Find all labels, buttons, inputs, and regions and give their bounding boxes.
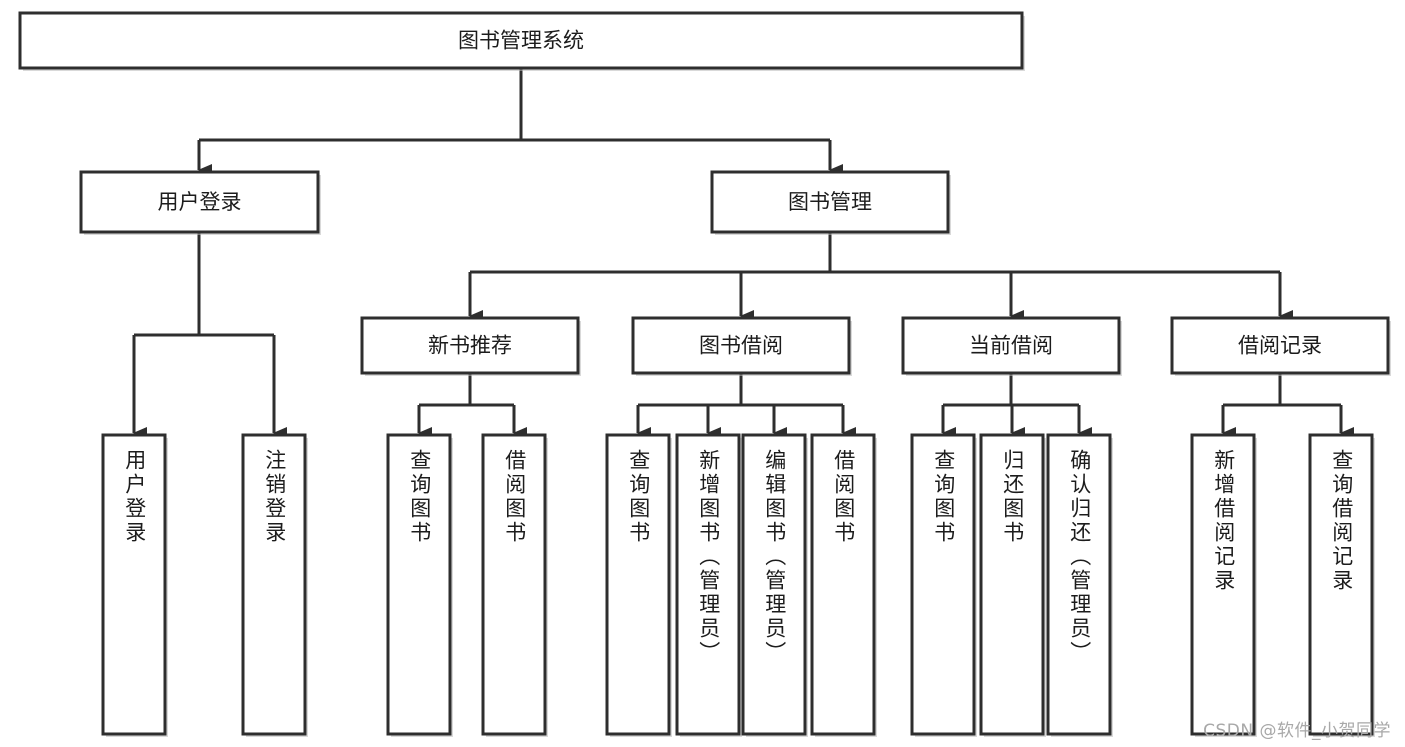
node-leaf-8[interactable] [910, 433, 977, 737]
watermark: CSDN @软件_小贺同学 [1203, 721, 1391, 741]
node-leaf-11[interactable] [1190, 433, 1257, 737]
node-leaf-0[interactable] [101, 433, 168, 737]
node-leaf-4[interactable] [605, 433, 672, 737]
node-leaf-10[interactable] [1046, 433, 1113, 737]
node-level2-0[interactable]: 用户登录 [79, 170, 321, 235]
node-label: 当前借阅 [969, 334, 1053, 358]
node-leaf-6[interactable] [741, 433, 808, 737]
node-level2-1[interactable]: 图书管理 [710, 170, 951, 235]
node-leaf-3[interactable] [481, 433, 548, 737]
node-leaf-1[interactable] [241, 433, 308, 737]
node-level3-1[interactable]: 图书借阅 [631, 316, 852, 376]
node-label: 新书推荐 [428, 334, 512, 358]
node-leaf-5[interactable] [675, 433, 742, 737]
node-leaf-9[interactable] [979, 433, 1046, 737]
connector-layer [132, 68, 1354, 439]
node-level3-2[interactable]: 当前借阅 [901, 316, 1122, 376]
node-label: 图书管理 [788, 190, 872, 214]
node-level3-0[interactable]: 新书推荐 [360, 316, 581, 376]
node-leaf-2[interactable] [386, 433, 453, 737]
node-label: 用户登录 [158, 190, 242, 214]
node-label: 借阅记录 [1238, 334, 1322, 358]
node-level3-3[interactable]: 借阅记录 [1170, 316, 1391, 376]
node-leaf-12[interactable] [1308, 433, 1375, 737]
node-leaf-7[interactable] [810, 433, 877, 737]
node-label: 图书管理系统 [458, 29, 584, 53]
node-root-图书管理系统[interactable]: 图书管理系统 [18, 11, 1025, 71]
node-label: 图书借阅 [699, 334, 783, 358]
